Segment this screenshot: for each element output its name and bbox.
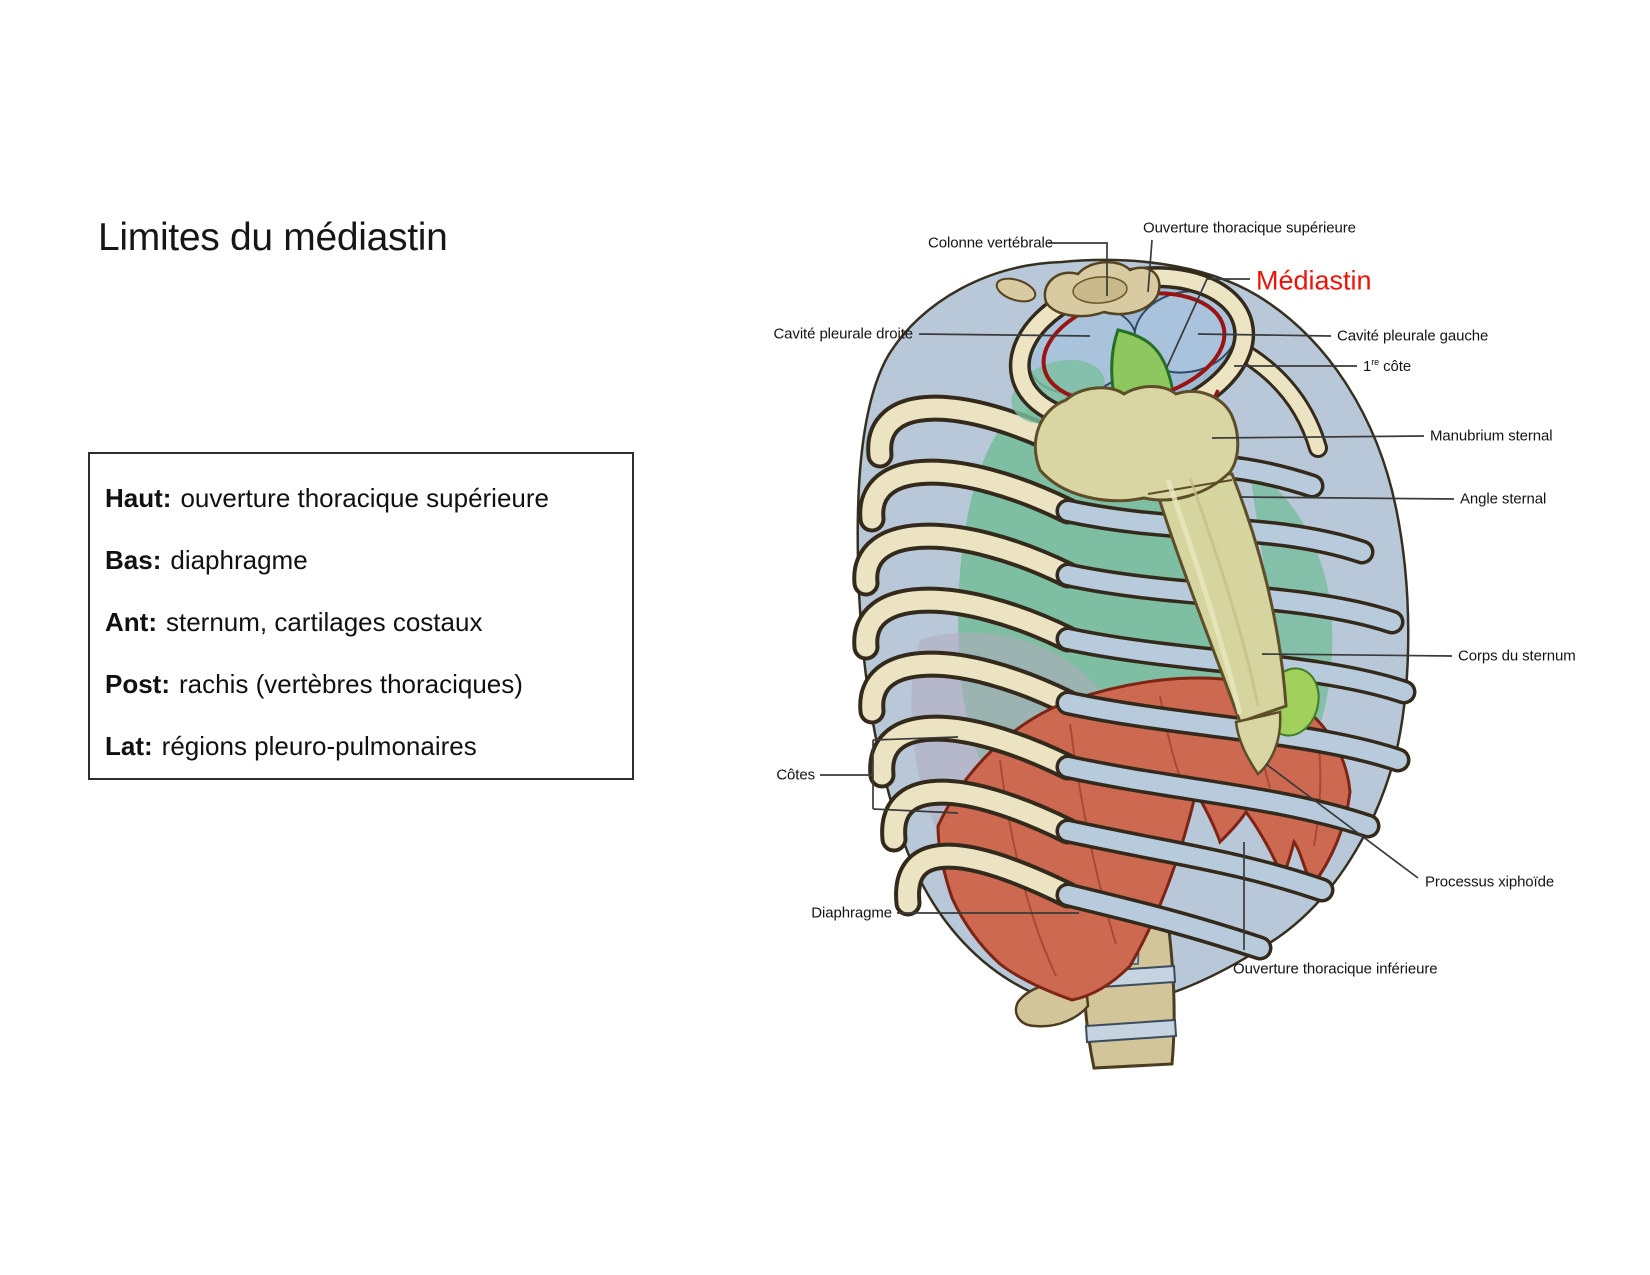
leader-cavite-gauche [1197,333,1332,337]
limit-text: ouverture thoracique supérieure [180,483,549,513]
sternum-ridge [1165,479,1243,715]
limit-label: Ant: [105,607,157,637]
label-ouverture-thoracique-superieure: Ouverture thoracique supérieure [1143,219,1356,237]
rib [898,846,1078,913]
page-title: Limites du médiastin [98,216,448,259]
leader-corps-sternum [1261,653,1453,657]
label-cotes: Côtes [776,766,815,784]
label-angle-sternal: Angle sternal [1460,490,1547,508]
limit-line-ant: Ant: sternum, cartilages costaux [105,591,632,653]
limit-text: régions pleuro-pulmonaires [161,731,477,761]
rib [862,654,1078,721]
rib [872,718,1078,785]
limit-label: Lat: [105,731,153,761]
manubrium [1033,385,1240,503]
premiere-cote-num: 1 [1363,358,1372,375]
label-diaphragme: Diaphragme [811,904,892,922]
xiphoid-process [1234,710,1282,776]
limit-text: rachis (vertèbres thoraciques) [179,669,523,699]
sternal-angle-line [1147,479,1233,495]
intervertebral-disc [1084,1018,1178,1044]
leader-colonne-vertebrale [1048,242,1108,296]
leader-lines [820,239,1455,950]
label-colonne-vertebrale: Colonne vertébrale [928,234,1053,252]
leader-manubrium [1211,435,1425,439]
label-corps-du-sternum: Corps du sternum [1458,647,1576,665]
leader-mediastin [1166,278,1250,368]
limit-label: Bas: [105,545,162,575]
leader-cotes-bracket [820,736,959,814]
leader-angle-sternal [1239,496,1455,500]
limit-line-post: Post: rachis (vertèbres thoraciques) [105,653,632,715]
limit-label: Haut: [105,483,172,513]
sternum [1033,385,1288,776]
premiere-cote-sup: re [1371,357,1380,367]
limits-box: Haut: ouverture thoracique supérieure Bas… [88,452,634,780]
label-manubrium-sternal: Manubrium sternal [1430,427,1553,445]
label-mediastin-highlight: Médiastin [1256,265,1372,296]
limit-line-lat: Lat: régions pleuro-pulmonaires [105,715,632,777]
costal-cartilage [1059,886,1269,957]
rib [856,590,1078,657]
rib [870,398,1078,465]
leader-cavite-droite [918,333,1091,337]
label-cavite-pleurale-gauche: Cavité pleurale gauche [1337,327,1489,345]
label-ouverture-thoracique-inferieure: Ouverture thoracique inférieure [1233,960,1438,978]
rib [862,462,1078,529]
thoracic-inlet [995,261,1328,458]
limit-line-bas: Bas: diaphragme [105,529,632,591]
leader-ouverture-sup [1147,239,1153,293]
limit-text: diaphragme [170,545,308,575]
leader-processus-xiphoide [1265,763,1419,879]
rib [884,782,1078,849]
limit-line-haut: Haut: ouverture thoracique supérieure [105,467,632,529]
vertebra-body [1072,276,1128,304]
costal-cartilage [1059,758,1377,835]
vertebra-wing [995,277,1037,303]
limit-text: sternum, cartilages costaux [165,607,483,637]
rib [856,526,1078,593]
limit-label: Post: [105,669,170,699]
sternum-ridge-shadow [1188,477,1260,707]
label-premiere-cote: 1re côte [1363,357,1411,375]
label-cavite-pleurale-droite: Cavité pleurale droite [773,325,913,343]
label-processus-xiphoide: Processus xiphoïde [1425,873,1555,891]
premiere-cote-rest: côte [1379,358,1412,375]
costal-cartilage [1059,822,1331,899]
